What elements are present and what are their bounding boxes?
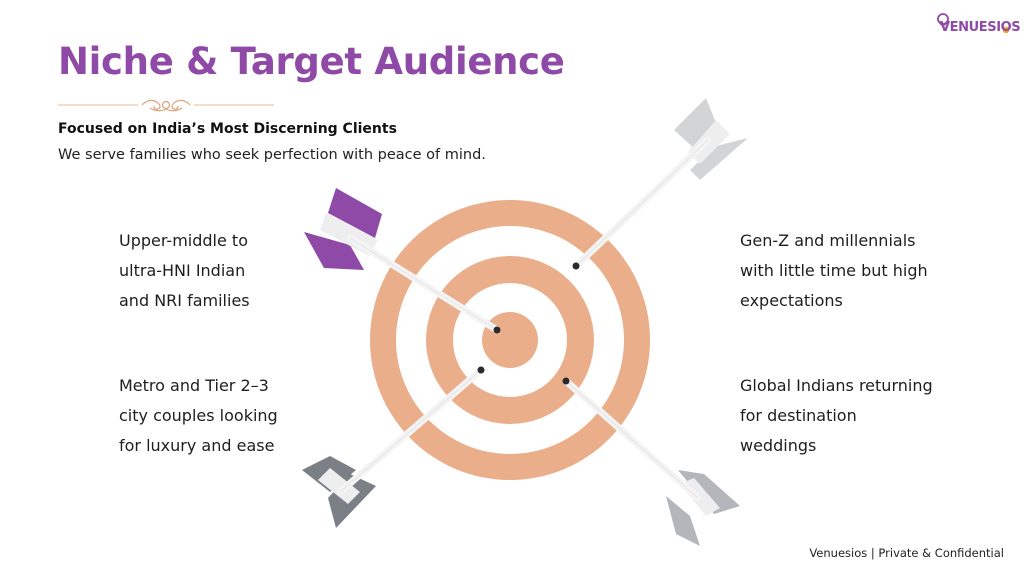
ornament-divider-icon <box>58 99 274 112</box>
target-rings <box>370 200 650 480</box>
purple-arrow-icon <box>304 188 501 334</box>
tagline: We serve families who seek perfection wi… <box>58 147 486 163</box>
grey-arrow-bottom-left-icon <box>302 366 485 528</box>
subheading: Focused on India’s Most Discerning Clien… <box>58 121 397 137</box>
audience-segment-metro-tier: Metro and Tier 2–3 city couples looking … <box>119 376 278 455</box>
audience-segment-global-indians: Global Indians returning for destination… <box>740 376 933 455</box>
grey-arrow-top-right-icon <box>572 98 748 270</box>
footer-confidential: Venuesios | Private & Confidential <box>809 546 1004 560</box>
audience-segment-hni-nri: Upper-middle to ultra-HNI Indian and NRI… <box>119 231 250 310</box>
audience-segment-genz-millennials: Gen-Z and millennials with little time b… <box>740 231 928 310</box>
page-title: Niche & Target Audience <box>58 40 565 83</box>
brand-logo-text: VENUESIOS <box>940 20 1021 35</box>
target-illustration <box>302 98 748 546</box>
grey-arrow-bottom-right-icon <box>562 377 740 546</box>
venuesios-logo-icon <box>937 13 1010 34</box>
